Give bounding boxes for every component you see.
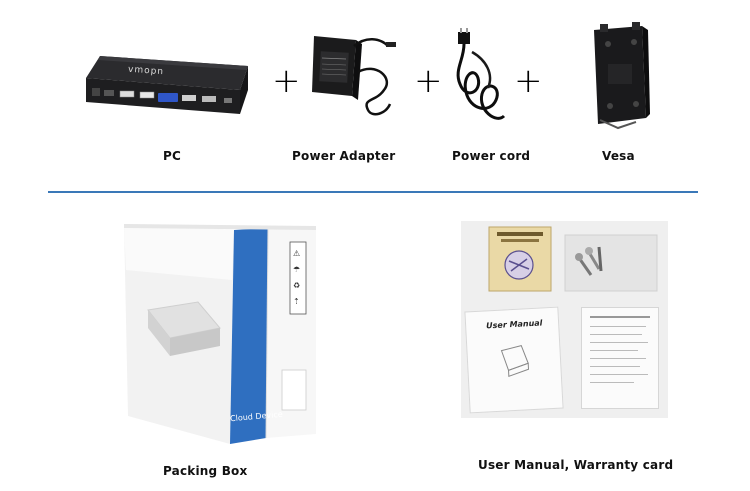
svg-text:♻: ♻ [293,281,300,290]
svg-text:⚠: ⚠ [293,249,300,258]
vesa-bracket-image [594,22,650,130]
packing-box-label: Packing Box [163,464,248,478]
manual-warranty-image: User Manual [461,221,668,418]
warranty-sticker-image [488,226,552,292]
power-cord-label: Power cord [452,149,531,163]
warranty-card [581,307,659,409]
plus-sign-3: + [514,61,543,101]
power-cord-image [456,28,506,120]
svg-text:☂: ☂ [293,265,300,274]
manual-cover-sketch [500,345,530,377]
plus-sign-2: + [414,61,443,101]
user-manual-warranty-label: User Manual, Warranty card [478,458,674,472]
section-divider [48,191,698,193]
pc-label: PC [163,149,182,163]
screws-bag-image [564,234,658,292]
user-manual-booklet: User Manual [464,306,564,414]
power-adapter-label: Power Adapter [292,149,396,163]
svg-text:⇡: ⇡ [293,297,300,306]
user-manual-title: User Manual [485,318,543,331]
vesa-label: Vesa [602,149,635,163]
packing-box-image: ⚠ ☂ ♻ ⇡ [124,224,316,444]
pc-device-image [86,56,248,114]
power-adapter-image [312,36,396,116]
plus-sign-1: + [272,61,301,101]
